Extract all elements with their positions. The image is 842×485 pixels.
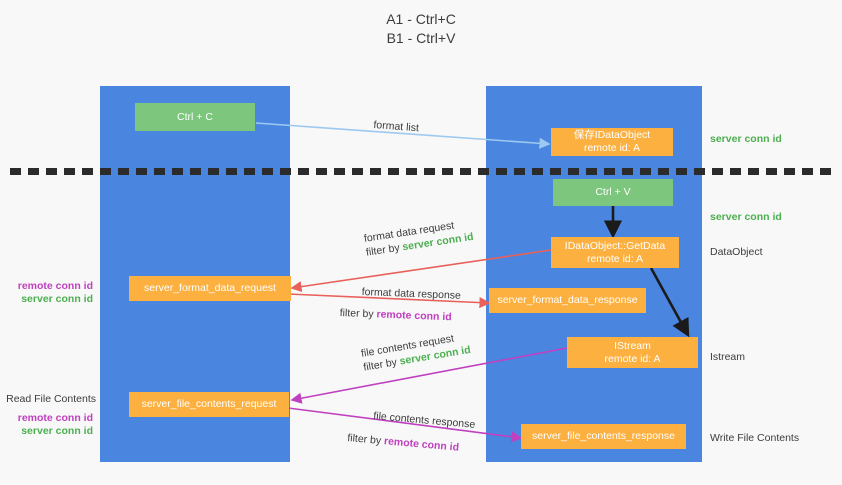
separator-dashed-line (10, 168, 832, 175)
label-format-data-request: format data request filter by server con… (363, 219, 475, 259)
box-save-idataobject: 保存IDataObject remote id: A (551, 128, 673, 156)
right-label-server-conn-id-top: server conn id (710, 133, 782, 145)
left-label-server-conn-id-1: server conn id (21, 293, 93, 305)
left-label-remote-conn-id-1: remote conn id (17, 280, 93, 292)
label-file-contents-request: file contents request filter by server c… (360, 332, 472, 374)
box-ctrl-v: Ctrl + V (553, 179, 673, 206)
box-server-file-contents-response: server_file_contents_response (521, 424, 686, 449)
label-file-contents-response: file contents response (372, 409, 476, 431)
right-label-istream: Istream (710, 351, 746, 363)
filter-value-remote-conn-id-1: remote conn id (376, 308, 452, 324)
box-ctrl-c: Ctrl + C (135, 103, 255, 131)
left-label-remote-conn-id-2: remote conn id (17, 412, 93, 424)
right-label-server-conn-id-second: server conn id (710, 211, 782, 223)
box-istream: IStream remote id: A (567, 337, 698, 368)
box-server-file-contents-request: server_file_contents_request (129, 392, 289, 417)
filter-value-remote-conn-id-2: remote conn id (383, 435, 460, 454)
right-label-write-file-contents: Write File Contents (710, 432, 800, 444)
right-label-dataobject: DataObject (710, 246, 763, 258)
label-file-contents-response-filter: filter by remote conn id (346, 431, 460, 454)
box-server-format-data-response: server_format_data_response (489, 288, 646, 313)
box-idataobject-getdata: IDataObject::GetData remote id: A (551, 237, 679, 268)
left-label-server-conn-id-2: server conn id (21, 425, 93, 437)
diagram-title: A1 - Ctrl+C B1 - Ctrl+V (386, 11, 456, 46)
label-format-data-response: format data response (361, 285, 462, 302)
left-label-read-file-contents: Read File Contents (6, 393, 96, 405)
label-format-list: format list (373, 118, 420, 135)
box-server-format-data-request: server_format_data_request (129, 276, 291, 301)
label-format-data-response-filter: filter by remote conn id (339, 306, 452, 324)
